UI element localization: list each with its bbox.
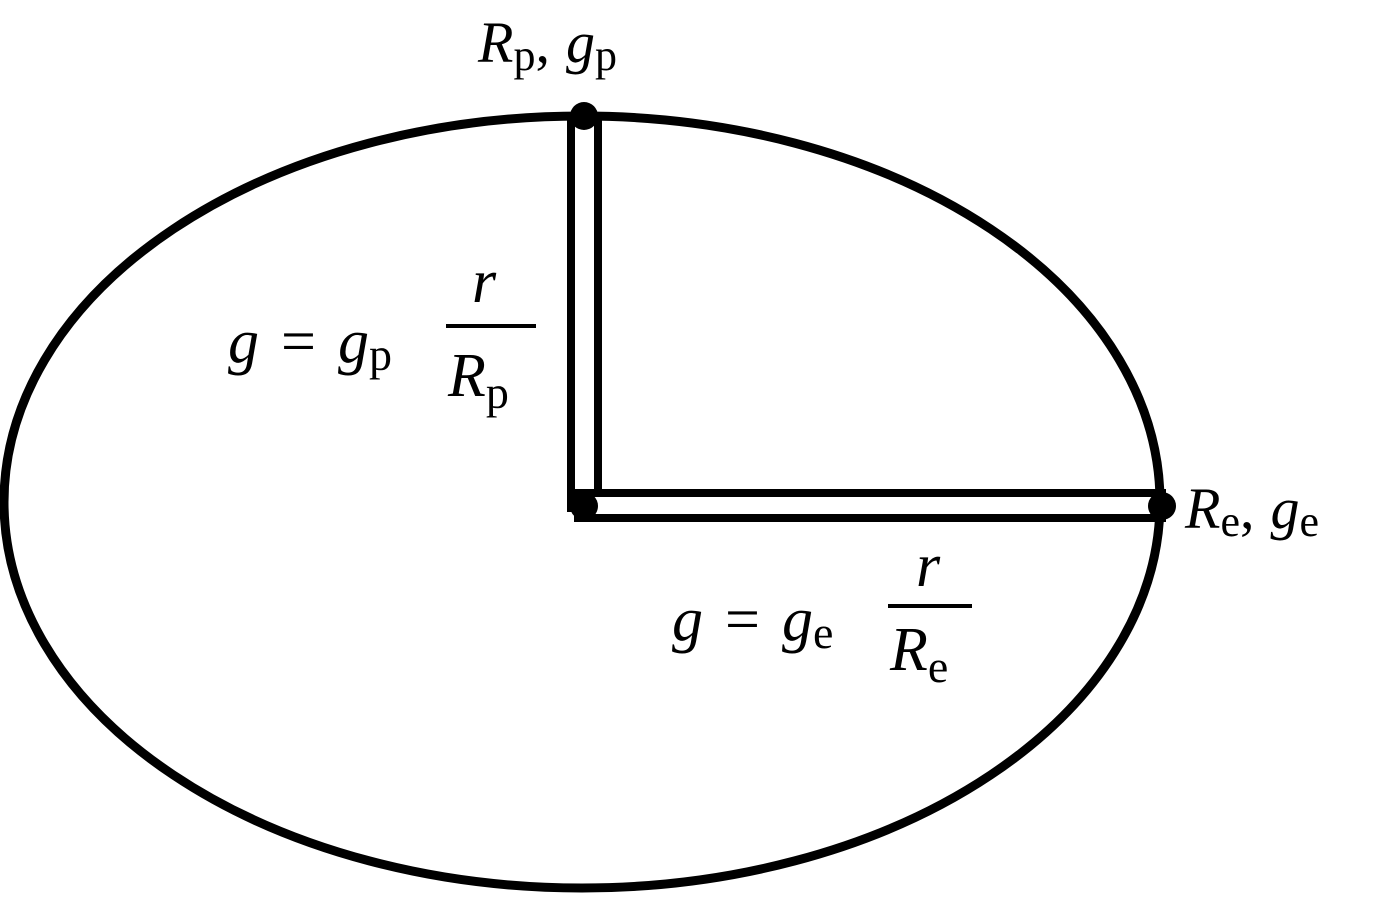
pole-label-R: R	[477, 10, 513, 75]
pole-label: Rp,gp	[477, 10, 617, 80]
polar-formula-denominator: R	[447, 342, 486, 410]
polar-shaft	[567, 112, 602, 512]
polar-formula-equals: =	[281, 308, 316, 376]
equator-label: Re,ge	[1184, 476, 1319, 546]
equator-formula-denominator-sub: e	[928, 641, 948, 692]
equator-formula-lhs: g	[672, 586, 703, 654]
pole-label-separator: ,	[535, 10, 550, 75]
polar-formula-lhs: g	[228, 308, 259, 376]
equator-label-g: g	[1270, 476, 1299, 541]
equator-formula-coef-sub: e	[813, 607, 833, 658]
equator-point	[1148, 492, 1176, 520]
pole-label-g-sub: p	[595, 31, 617, 80]
equator-formula-numerator: r	[916, 532, 941, 600]
equator-formula: g=ge r Re	[672, 532, 972, 692]
svg-text:Rp: Rp	[447, 342, 509, 418]
pole-label-R-sub: p	[513, 31, 535, 80]
polar-formula-numerator: r	[472, 248, 497, 316]
polar-formula-coef-sub: p	[369, 329, 392, 380]
svg-text:g=ge: g=ge	[672, 586, 833, 658]
equator-label-R: R	[1184, 476, 1220, 541]
polar-formula: g=gp r Rp	[228, 248, 536, 418]
pole-point	[570, 102, 598, 130]
equator-label-separator: ,	[1240, 476, 1255, 541]
equator-label-R-sub: e	[1220, 497, 1240, 546]
equator-label-g-sub: e	[1299, 497, 1319, 546]
polar-formula-coef: g	[338, 308, 369, 376]
equator-formula-denominator: R	[889, 616, 928, 684]
pole-label-g: g	[566, 10, 595, 75]
svg-text:g=gp: g=gp	[228, 308, 392, 380]
equator-formula-coef: g	[782, 586, 813, 654]
svg-text:Re: Re	[889, 616, 948, 692]
center-point	[570, 492, 598, 520]
equator-formula-equals: =	[725, 586, 760, 654]
polar-formula-denominator-sub: p	[486, 367, 509, 418]
equatorial-shaft	[574, 489, 1166, 522]
